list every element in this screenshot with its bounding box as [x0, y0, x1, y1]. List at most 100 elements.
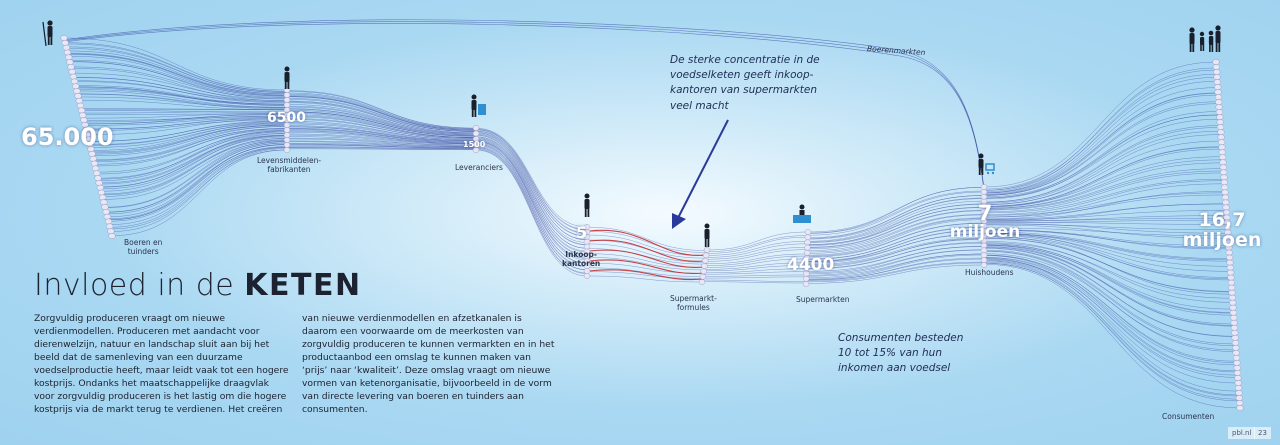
flow-line: [286, 100, 477, 132]
flow-line: [983, 80, 1218, 193]
node-marker: [76, 102, 84, 109]
inkoop-highlight-line: [588, 249, 705, 268]
flow-line: [475, 139, 588, 253]
flow-line: [807, 204, 985, 243]
col2-line: daarom een voorwaarde om de meerkosten v…: [302, 326, 524, 338]
flow-line: [89, 120, 288, 142]
flow-line: [983, 140, 1222, 205]
flow-line: [983, 260, 1239, 384]
flow-line: [90, 121, 288, 146]
node-marker: [283, 127, 291, 133]
flow-line: [983, 92, 1219, 194]
col1-line: dierenwelzijn, natuur en landschap sluit…: [34, 339, 270, 351]
node-marker: [1222, 199, 1230, 206]
flow-line: [286, 98, 477, 132]
flow-line: [102, 138, 288, 197]
flow-line: [86, 118, 288, 130]
flow-line: [67, 54, 288, 96]
col2-line: vormen van ketenorganisatie, bijvoorbeel…: [302, 378, 552, 390]
label-inkoop-line1: Inkoop-: [565, 250, 597, 259]
flow-line: [983, 233, 1231, 278]
inkoop-highlight-lines: [588, 229, 705, 281]
label-fabrikanten: Levensmiddelen- fabrikanten: [257, 156, 321, 175]
flow-line: [706, 231, 809, 251]
col1-line: voor zorgvuldig produceren is het lastig…: [34, 391, 287, 403]
flow-line: [69, 59, 288, 97]
node-marker: [1236, 405, 1244, 411]
node-marker: [1221, 184, 1229, 191]
node-marker: [472, 141, 480, 148]
callout-concentration: De sterke concentratie in de voedselkete…: [670, 53, 820, 114]
flow-line: [983, 219, 1227, 223]
flow-line: [110, 148, 288, 232]
flow-line: [286, 126, 477, 141]
col1-line: voedselproductie heeft, maar leidt vaak …: [34, 365, 289, 377]
flow-line: [807, 210, 985, 248]
node-marker: [72, 83, 80, 90]
callout-concentration-line2: voedselketen geeft inkoop-: [670, 69, 814, 82]
inkoop-highlight-line: [588, 229, 705, 256]
node-columns: [60, 35, 1244, 411]
flow-line: [983, 223, 1228, 230]
flow-line: [586, 231, 707, 253]
node-marker: [1231, 329, 1239, 336]
flow-line: [983, 73, 1217, 192]
boerenmarkten-line: [63, 21, 985, 190]
flow-line: [286, 146, 477, 150]
node-marker: [103, 213, 111, 220]
flow-line: [286, 110, 477, 136]
flow-line: [286, 112, 477, 137]
label-fabrikanten-line1: Levensmiddelen-: [257, 156, 322, 165]
flow-line: [286, 140, 477, 147]
flow-line: [475, 133, 588, 241]
count-inkoop: 5: [576, 223, 588, 242]
node-marker: [1233, 360, 1241, 366]
flow-line: [286, 122, 477, 140]
flow-line: [99, 134, 288, 184]
node-marker: [75, 97, 83, 104]
flow-line: [475, 130, 588, 234]
count-consumenten-number: 16,7: [1198, 209, 1246, 231]
flow-line: [77, 93, 288, 108]
flow-line: [983, 251, 1237, 352]
col1-line: beeld dat de samenleving van een duurzam…: [34, 352, 243, 364]
label-inkoop-line2: kantoren: [562, 259, 601, 269]
footer-site[interactable]: pbl.nl: [1228, 427, 1256, 439]
flow-line: [983, 259, 1238, 376]
flow-line: [65, 42, 288, 92]
node-marker: [60, 35, 68, 41]
flow-line: [983, 134, 1222, 206]
flow-line: [983, 210, 1227, 220]
flow-line: [110, 149, 288, 230]
flow-line: [983, 87, 1218, 194]
flow-line: [475, 144, 588, 264]
flow-line: [586, 275, 703, 283]
node-marker: [1213, 69, 1221, 75]
flow-line: [807, 219, 985, 256]
footer-page-number: 23: [1254, 427, 1271, 439]
flow-line: [96, 131, 288, 173]
flow-line: [983, 243, 1234, 310]
flow-line: [83, 113, 288, 119]
flow-line: [98, 130, 288, 180]
node-marker: [1226, 259, 1234, 266]
flow-line: [983, 215, 1227, 222]
node-marker: [106, 223, 114, 230]
flow-line: [69, 61, 288, 99]
node-marker: [80, 117, 88, 123]
flow-line: [286, 148, 477, 150]
flow-line: [286, 144, 477, 149]
flow-line: [983, 183, 1225, 218]
flow-line: [475, 134, 588, 243]
flow-line: [286, 99, 477, 132]
article-column-2: van nieuwe verdienmodellen en afzetkanal…: [302, 312, 554, 417]
flow-line: [76, 90, 288, 108]
node-marker: [107, 228, 115, 234]
node-marker: [97, 189, 106, 196]
flow-line: [103, 140, 288, 200]
flow-line: [983, 146, 1222, 207]
shopper-icon: [978, 153, 995, 175]
node-marker: [1234, 375, 1242, 381]
node-marker: [980, 247, 988, 254]
flow-line: [286, 102, 477, 134]
